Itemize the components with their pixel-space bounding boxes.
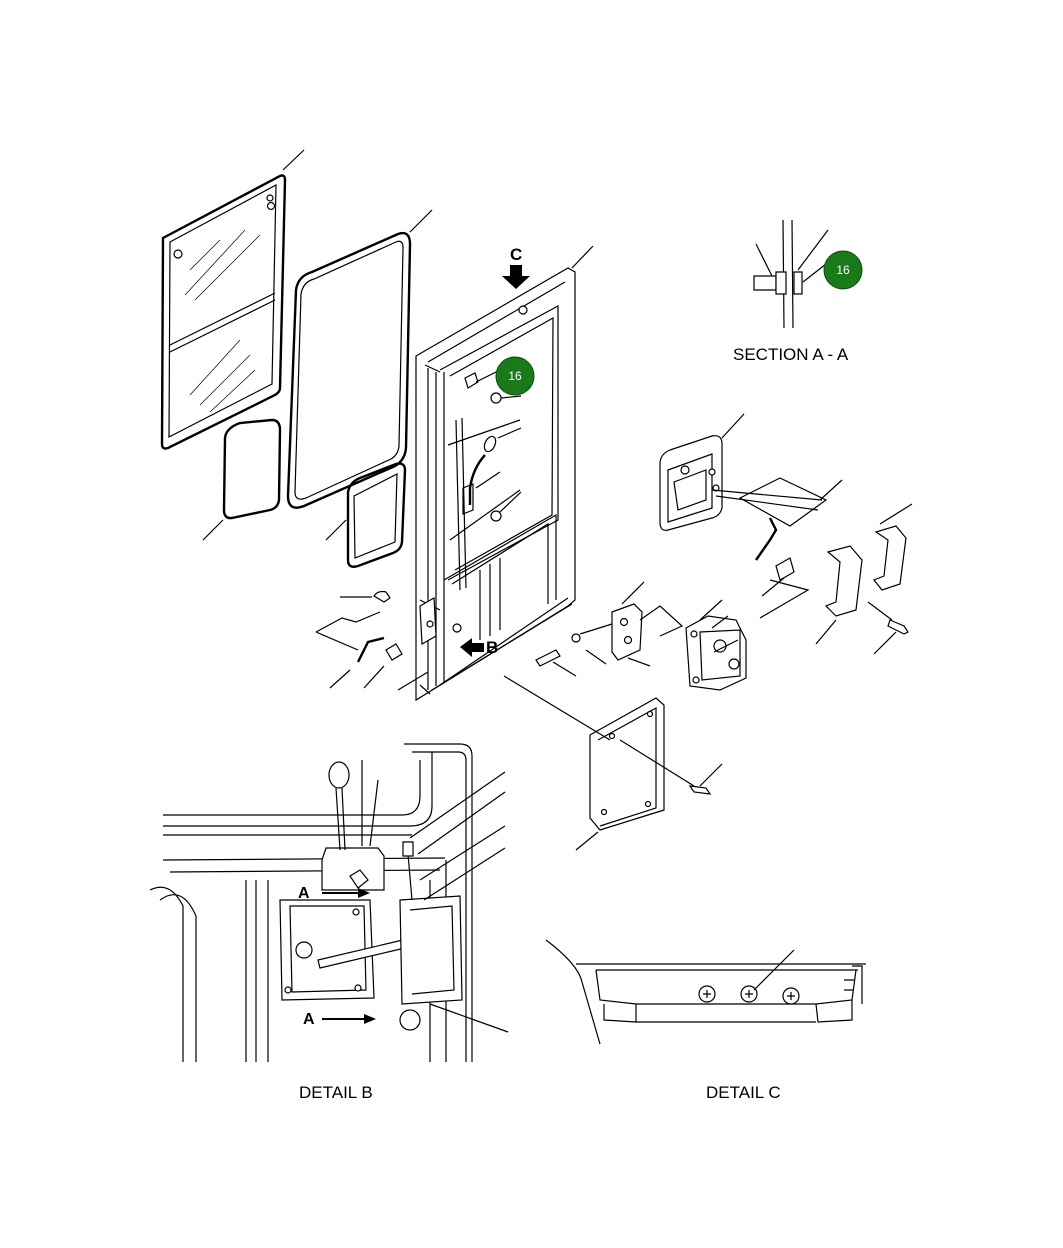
lock-rod	[755, 517, 795, 581]
section-a-marker-top: A	[298, 885, 310, 902]
view-b-arrow	[460, 638, 484, 657]
door-latch-mechanism	[685, 615, 747, 691]
section-aa-label: SECTION A - A	[733, 345, 849, 364]
view-c-arrow	[502, 265, 530, 289]
cab-door-frame	[415, 267, 576, 702]
view-b-label: B	[486, 638, 498, 657]
small-side-glass	[222, 418, 282, 520]
latch-plate	[535, 603, 684, 667]
callout-16-door[interactable]: 16	[495, 356, 535, 396]
left-latch-parts	[315, 590, 403, 663]
door-glass-seal	[286, 231, 412, 509]
section-aa-drawing	[753, 219, 803, 329]
door-handle-assembly	[659, 435, 828, 531]
lock-bracket	[824, 525, 907, 617]
latch-cover-plate	[503, 675, 665, 831]
detail-b-label: DETAIL B	[299, 1083, 373, 1102]
svg-text:16: 16	[508, 369, 522, 383]
section-a-marker-bottom: A	[303, 1011, 315, 1028]
window-sash-frame	[160, 174, 287, 450]
detail-c-label: DETAIL C	[706, 1083, 781, 1102]
detail-b-drawing	[149, 743, 473, 1062]
svg-text:16: 16	[836, 263, 850, 277]
lower-glass-seal	[346, 462, 407, 568]
view-c-label: C	[510, 245, 522, 264]
door-hardware	[462, 372, 502, 522]
detail-c-drawing	[545, 939, 866, 1045]
callout-16-section[interactable]: 16	[823, 250, 863, 290]
